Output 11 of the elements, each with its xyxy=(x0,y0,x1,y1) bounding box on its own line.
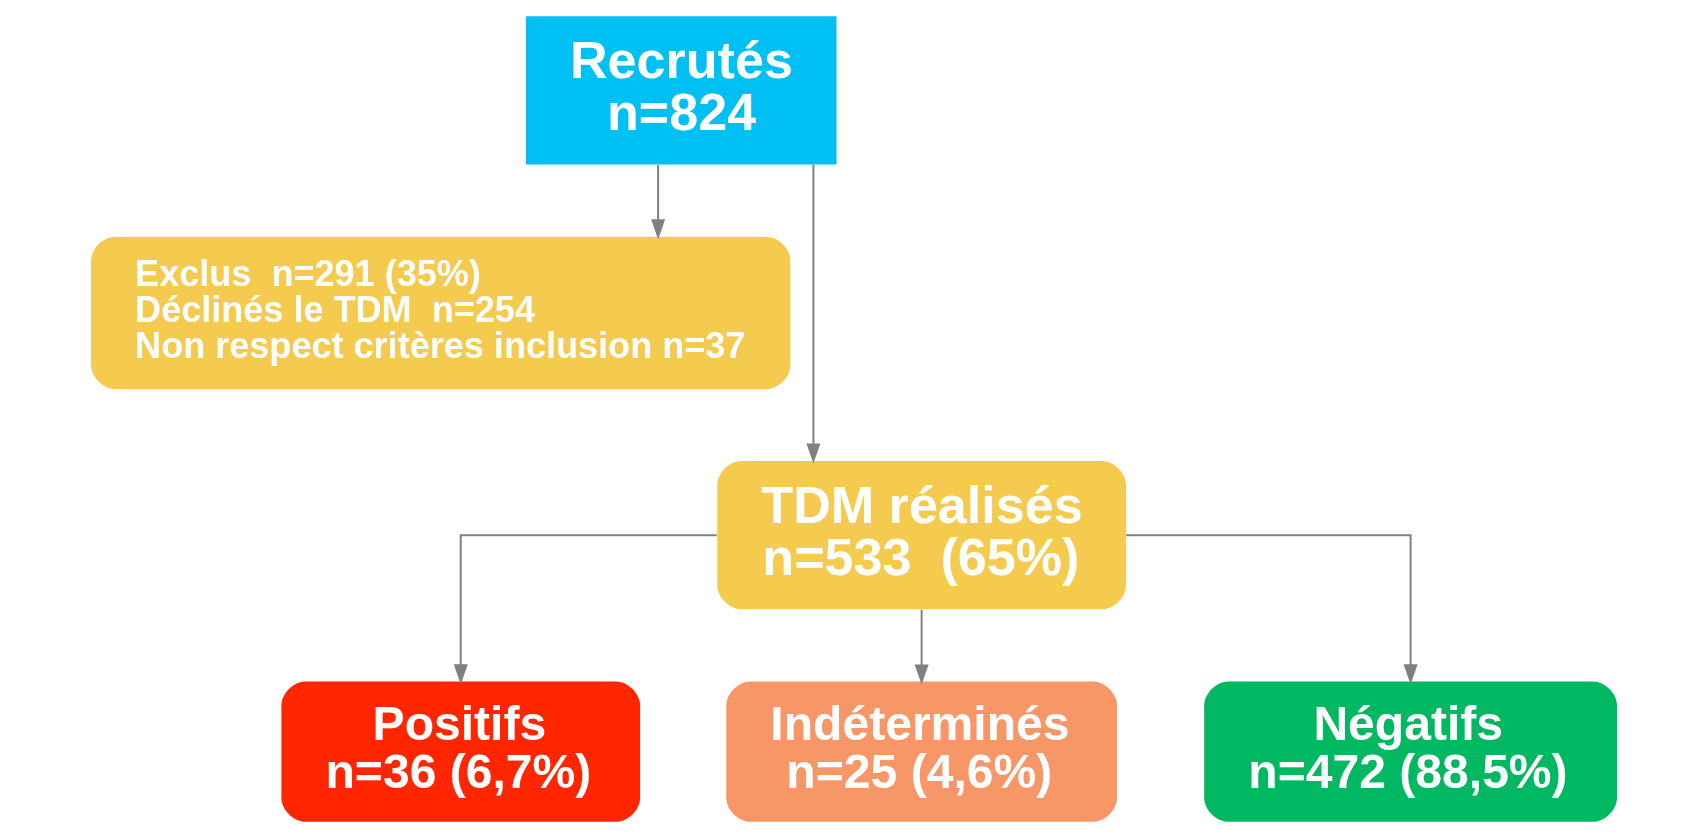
node-box: TDM réalisés n=533 (65%) xyxy=(716,461,1126,610)
node-box: Négatifs n=472 (88,5%) xyxy=(1203,681,1617,822)
arrow xyxy=(453,534,718,685)
arrow xyxy=(805,163,820,464)
node-box: Exclus n=291 (35%) Déclinés le TDM n=254 Non respect critères inclusion n=37 xyxy=(90,236,790,389)
arrow xyxy=(650,164,665,240)
node-box: Positifs n=36 (6,7%) xyxy=(280,681,640,822)
arrow xyxy=(914,608,929,685)
arrow xyxy=(1124,534,1418,685)
node-box: Recrutés n=824 xyxy=(525,16,836,165)
node-box: Indéterminés n=25 (4,6%) xyxy=(725,681,1117,822)
